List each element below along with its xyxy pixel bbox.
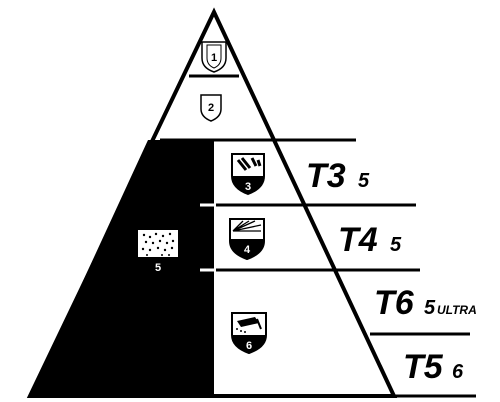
tier-label-t3: T3 5 [306,157,370,195]
dark-region [30,140,214,396]
shield-3-number: 3 [245,181,251,193]
shield-2-number: 2 [208,102,214,114]
shield-2: 2 [200,94,222,122]
shield-6-number: 6 [246,340,252,352]
tier-t4-main: T4 [338,221,378,259]
shield-1-number: 1 [211,52,217,64]
tier-t6-extra: ULTRA [437,303,477,317]
shield-6: 6 [231,312,267,355]
tier-t5-sub: 6 [452,361,464,383]
tier-t3-main: T3 [306,157,346,195]
tier-label-t4: T4 5 [338,221,402,259]
tier-label-t6: T6 5 ULTRA [374,284,477,322]
shield-5: 5 [136,228,180,279]
tier-t6-sub: 5 [424,297,436,319]
shield-5-number: 5 [155,262,161,274]
shield-3: 3 [231,153,265,196]
tier-t4-sub: 5 [390,234,402,256]
shield-4-number: 4 [244,244,251,256]
shield-1: 1 [201,41,227,73]
tier-t3-sub: 5 [358,170,370,192]
shield-4: 4 [229,218,265,261]
tier-label-t5: T5 6 [403,348,464,386]
tier-t5-main: T5 [403,348,444,386]
tier-t6-main: T6 [374,284,415,322]
